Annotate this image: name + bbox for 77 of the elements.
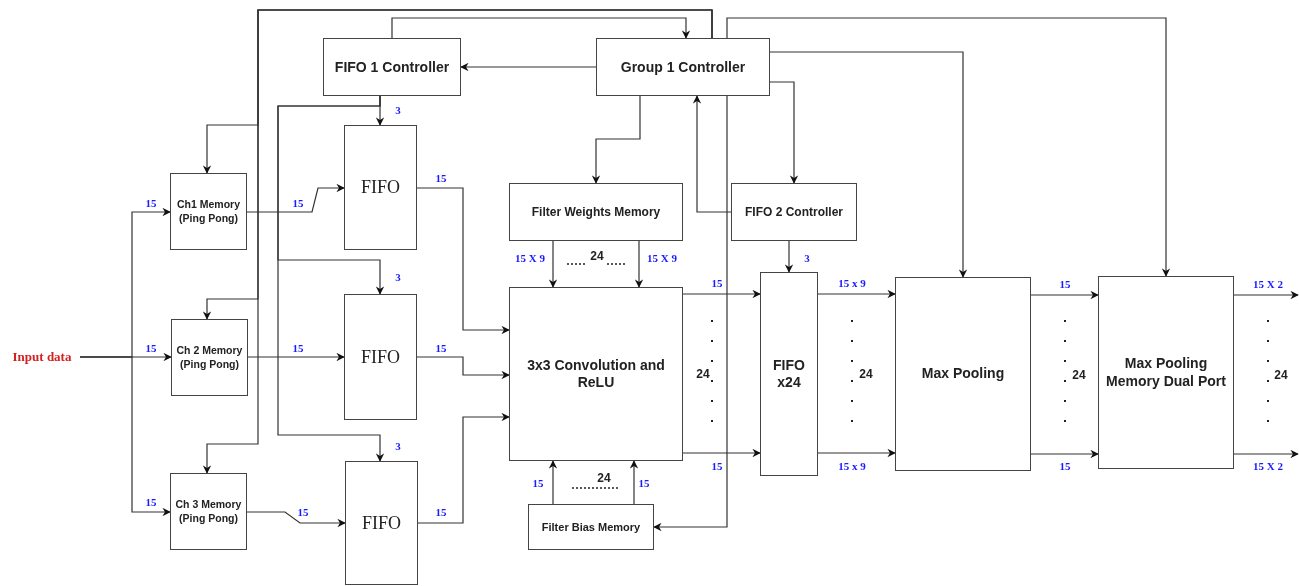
edge-label: 15: [434, 172, 448, 184]
process-box: Max Pooling Memory Dual Port: [1098, 276, 1234, 469]
arrow: [682, 289, 761, 299]
edge-label: 15 X 2: [1252, 278, 1284, 290]
arrow: [682, 448, 761, 458]
arrow: [692, 95, 732, 213]
edge-label: 3: [394, 271, 402, 283]
edge-label: 15: [637, 477, 651, 489]
arrow: [726, 17, 1171, 277]
edge-label: 15 x 9: [837, 460, 867, 472]
arrow: [548, 240, 558, 288]
arrow: [277, 95, 385, 462]
arrow: [246, 183, 345, 213]
arrow: [1233, 449, 1299, 459]
memory-box: Ch 3 Memory (Ping Pong): [170, 473, 247, 550]
edge-label: 3: [394, 104, 402, 116]
edge-label: 15: [144, 197, 158, 209]
process-box: Filter Weights Memory: [509, 183, 683, 241]
edge-label: 15: [434, 342, 448, 354]
count-label: 24: [1274, 369, 1288, 381]
arrow: [548, 460, 558, 505]
edge-label: 15 X 9: [514, 252, 546, 264]
count-label: 24: [696, 368, 710, 380]
arrow: [769, 81, 799, 184]
arrow: [769, 51, 968, 278]
count-label: 24: [1072, 369, 1086, 381]
arrow: [1030, 449, 1099, 459]
edge-label: 15: [291, 342, 305, 354]
edge-label: 15: [710, 277, 724, 289]
edge-label: 15: [710, 460, 724, 472]
arrow: [629, 460, 639, 505]
memory-box: Filter Bias Memory: [528, 504, 654, 550]
edge-label: 15 X 9: [646, 252, 678, 264]
arrow: [202, 9, 713, 474]
edge-label: 15: [1058, 278, 1072, 290]
process-box: Max Pooling: [895, 277, 1031, 471]
arrow: [417, 412, 510, 524]
edge-label: 15: [291, 197, 305, 209]
count-label: 24: [597, 472, 611, 484]
controller-box: Group 1 Controller: [596, 38, 770, 96]
fifo-box: FIFO: [345, 461, 418, 585]
count-label: 24: [859, 368, 873, 380]
arrow: [784, 240, 794, 273]
arrow: [817, 448, 896, 458]
memory-box: Ch1 Memory (Ping Pong): [170, 173, 247, 250]
arrow: [246, 511, 346, 528]
arrow: [460, 62, 597, 72]
arrow: [416, 356, 510, 380]
edge-label: 15: [1058, 460, 1072, 472]
edge-label: 15: [531, 477, 545, 489]
process-box: 3x3 Convolution and ReLU: [509, 287, 683, 461]
edge-label: 15: [144, 342, 158, 354]
arrow: [1233, 290, 1299, 300]
fifo-box: FIFO: [344, 294, 417, 420]
arrow: [591, 95, 641, 184]
arrow: [817, 289, 896, 299]
arrow: [634, 240, 644, 288]
edge-label: 3: [394, 440, 402, 452]
arrow: [416, 187, 510, 335]
arrow: [247, 352, 345, 362]
arrow: [1030, 290, 1099, 300]
controller-box: FIFO 1 Controller: [323, 38, 461, 96]
memory-box: Ch 2 Memory (Ping Pong): [171, 319, 248, 396]
edge-label: 15 x 9: [837, 277, 867, 289]
arrow: [79, 356, 171, 517]
arrow: [391, 17, 691, 39]
edge-label: 15: [144, 496, 158, 508]
edge-label: 15: [434, 506, 448, 518]
count-label: 24: [590, 250, 604, 262]
edge-label: 15: [296, 506, 310, 518]
edge-label: 15 X 2: [1252, 460, 1284, 472]
arrow: [653, 95, 728, 532]
edge-label: 3: [803, 252, 811, 264]
input-label: Input data: [4, 347, 80, 367]
process-box: FIFO 2 Controller: [731, 183, 857, 241]
process-box: FIFO x24: [760, 272, 818, 476]
fifo-box: FIFO: [344, 125, 417, 250]
